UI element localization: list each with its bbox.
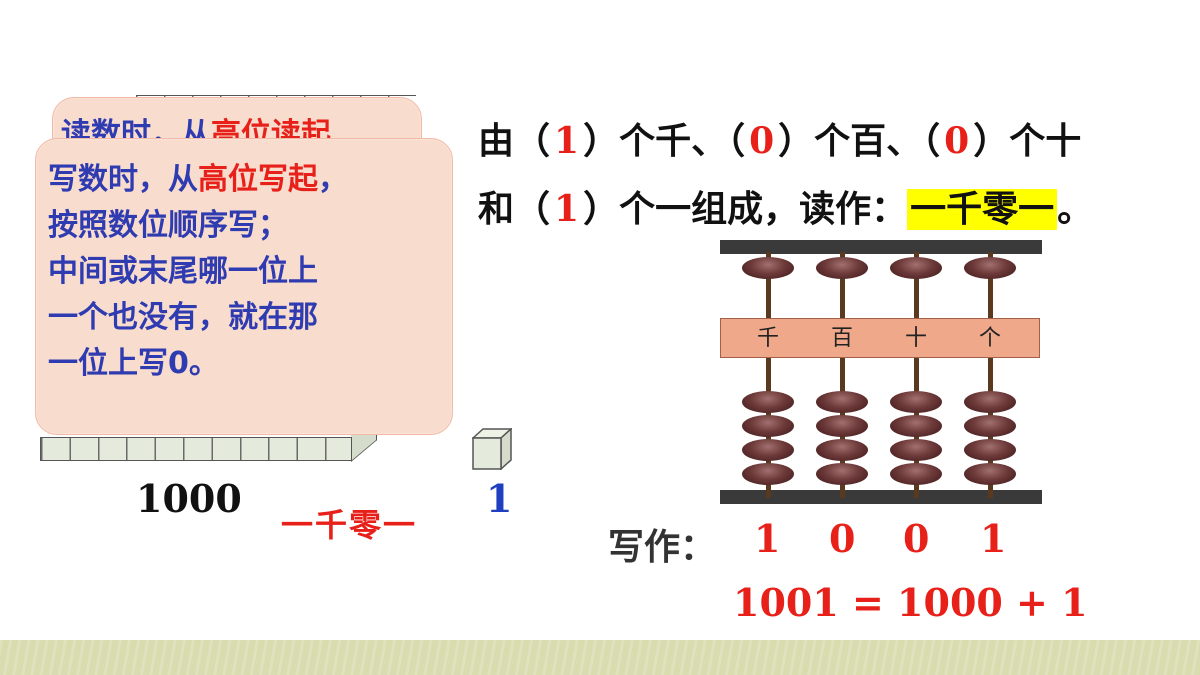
digit-ones: 1 — [980, 516, 1007, 561]
write-rule-prefix: 写数时，从 — [48, 162, 198, 197]
write-rule-highlight: 高位写起 — [198, 162, 318, 197]
block-front-face — [40, 437, 352, 461]
abacus-lower-bead-ones[interactable] — [964, 391, 1016, 413]
write-rule-text: 写数时，从高位写起， 按照数位顺序写； 中间或末尾哪一位上 一个也没有，就在那 … — [48, 157, 348, 387]
text-piece: 。 — [1057, 189, 1094, 230]
abacus-lower-bead-tens[interactable] — [890, 391, 942, 413]
write-label: 写作： — [608, 527, 717, 568]
composition-line-1: 由（1）个千、（0）个百、（0）个十 — [478, 112, 1081, 164]
equation: 1001 = 1000 + 1 — [733, 580, 1088, 625]
abacus-lower-bead-tens[interactable] — [890, 463, 942, 485]
text-piece: ）个百、（ — [778, 121, 941, 162]
abacus-upper-bead-thousands[interactable] — [742, 257, 794, 279]
abacus-place-bar — [720, 318, 1040, 358]
place-label-tens: 十 — [904, 326, 927, 351]
abacus-lower-bead-tens[interactable] — [890, 439, 942, 461]
digit-hundreds: 0 — [829, 516, 856, 561]
abacus-upper-bead-hundreds[interactable] — [816, 257, 868, 279]
abacus-lower-bead-tens[interactable] — [890, 415, 942, 437]
abacus-rod-tens — [914, 252, 919, 498]
write-rule-line-1: 写数时，从高位写起， — [48, 157, 348, 203]
text-piece: ）个一组成，读作： — [583, 189, 908, 230]
abacus-lower-bead-ones[interactable] — [964, 439, 1016, 461]
place-label-ones: 个 — [978, 326, 1001, 351]
abacus-rod-ones — [988, 252, 993, 498]
thousands-count: 1 — [554, 120, 580, 162]
write-rule-suffix: ， — [318, 162, 348, 197]
abacus-lower-bead-hundreds[interactable] — [816, 463, 868, 485]
abacus-lower-bead-ones[interactable] — [964, 415, 1016, 437]
write-rule-line-2: 按照数位顺序写； — [48, 208, 288, 243]
ones-cube — [471, 427, 513, 471]
place-label-hundreds: 百 — [830, 326, 853, 351]
abacus-rod-hundreds — [840, 252, 845, 498]
abacus-upper-bead-ones[interactable] — [964, 257, 1016, 279]
abacus-lower-bead-thousands[interactable] — [742, 391, 794, 413]
text-piece: ）个千、（ — [583, 121, 746, 162]
digit-tens: 0 — [903, 516, 930, 561]
abacus: 千 百 十 个 — [718, 238, 1043, 508]
abacus-lower-bead-hundreds[interactable] — [816, 391, 868, 413]
write-rule-line-5: 一位上写0。 — [48, 346, 219, 381]
abacus-lower-bead-thousands[interactable] — [742, 439, 794, 461]
abacus-lower-bead-hundreds[interactable] — [816, 415, 868, 437]
text-piece: ）个十 — [973, 121, 1082, 162]
tens-count: 0 — [944, 120, 970, 162]
thousand-label: 1000 — [136, 476, 242, 521]
bottom-decor-strip — [0, 640, 1200, 675]
abacus-lower-bead-hundreds[interactable] — [816, 439, 868, 461]
digit-thousands: 1 — [754, 516, 781, 561]
write-rule-line-4: 一个也没有，就在那 — [48, 300, 318, 335]
write-rule-line-3: 中间或末尾哪一位上 — [48, 254, 318, 289]
abacus-lower-bead-thousands[interactable] — [742, 415, 794, 437]
ones-count: 1 — [554, 188, 580, 230]
text-piece: 由（ — [478, 121, 551, 162]
text-piece: 和（ — [478, 189, 551, 230]
abacus-upper-bead-tens[interactable] — [890, 257, 942, 279]
place-label-thousands: 千 — [756, 326, 779, 351]
abacus-lower-bead-thousands[interactable] — [742, 463, 794, 485]
reading-answer: 一千零一 — [907, 189, 1058, 230]
one-label: 1 — [486, 476, 513, 521]
write-rule-bubble: 写数时，从高位写起， 按照数位顺序写； 中间或末尾哪一位上 一个也没有，就在那 … — [35, 138, 453, 435]
abacus-top-bar — [720, 240, 1042, 254]
reading-label-red: 一千零一 — [281, 506, 418, 544]
abacus-rod-thousands — [766, 252, 771, 498]
abacus-bottom-bar — [720, 490, 1042, 504]
abacus-lower-bead-ones[interactable] — [964, 463, 1016, 485]
composition-line-2: 和（1）个一组成，读作：一千零一。 — [478, 180, 1093, 232]
hundreds-count: 0 — [749, 120, 775, 162]
